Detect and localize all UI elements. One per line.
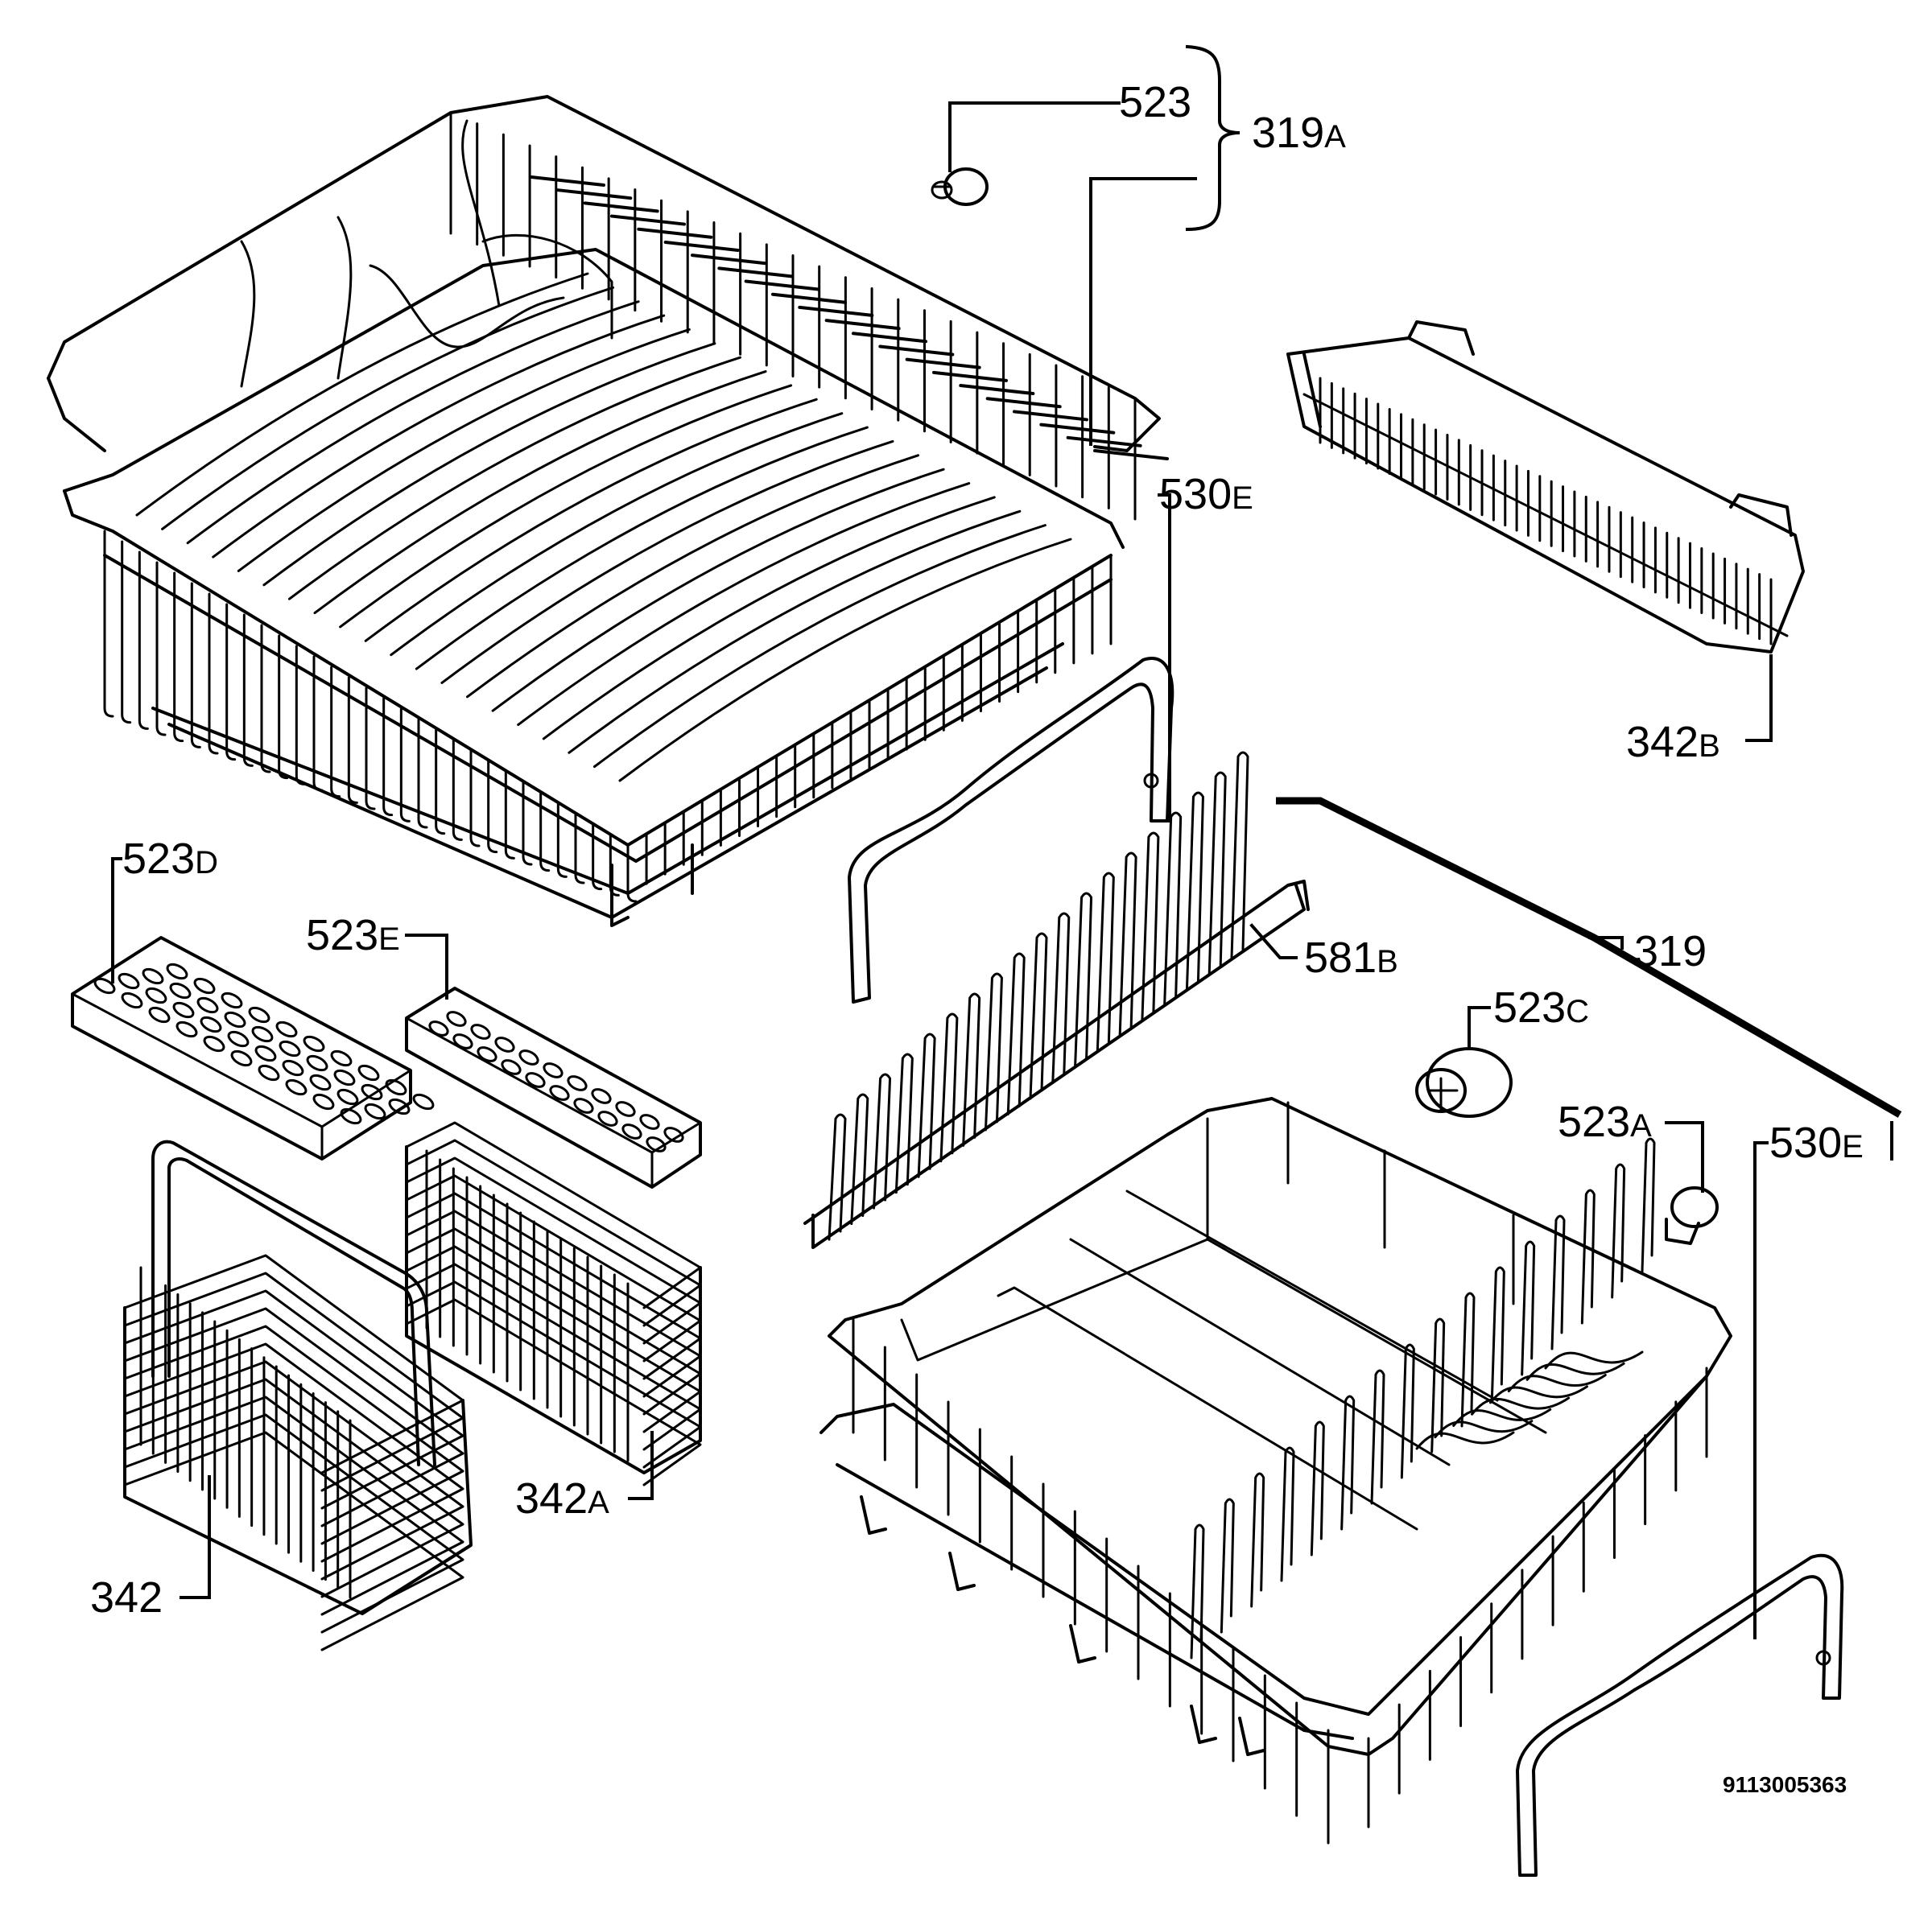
label-319A: 319A [1252, 109, 1346, 157]
clip-523A-drawing [1665, 1186, 1719, 1245]
clip-523C-drawing [1415, 1047, 1513, 1118]
lower-basket-drawing [819, 1097, 1732, 1845]
label-523C: 523C [1493, 983, 1589, 1032]
rail-530E-top-drawing [848, 657, 1174, 1004]
cutlery-tray-342B-drawing [1286, 320, 1805, 653]
group-319-line [1276, 797, 1902, 1118]
clip-523-drawing [931, 167, 989, 206]
label-523D: 523D [122, 835, 218, 883]
label-342A: 342A [515, 1474, 609, 1523]
drawing-code: 9113005363 [1723, 1772, 1847, 1797]
upper-basket-drawing [47, 95, 1169, 927]
part-labels: 523 319A 530E 342B 523D 523E 581B 319 52… [90, 78, 1864, 1797]
label-581B: 581B [1304, 934, 1398, 982]
label-342: 342 [90, 1573, 163, 1622]
label-530E-top: 530E [1159, 470, 1253, 518]
label-319: 319 [1634, 927, 1707, 975]
label-523: 523 [1119, 78, 1191, 126]
label-342B: 342B [1626, 718, 1720, 766]
rail-530E-right-drawing [1516, 1553, 1844, 1877]
cutlery-basket-342A-drawing [405, 1121, 702, 1486]
label-523A: 523A [1558, 1098, 1652, 1146]
holder-523E-drawing [405, 987, 702, 1189]
label-523E: 523E [306, 911, 400, 959]
label-530E-right: 530E [1769, 1119, 1864, 1167]
tine-row-581B-drawing [803, 751, 1310, 1249]
leader-lines [111, 44, 1893, 1639]
holder-523D-drawing [71, 936, 435, 1161]
cutlery-basket-342-drawing [123, 1140, 473, 1651]
